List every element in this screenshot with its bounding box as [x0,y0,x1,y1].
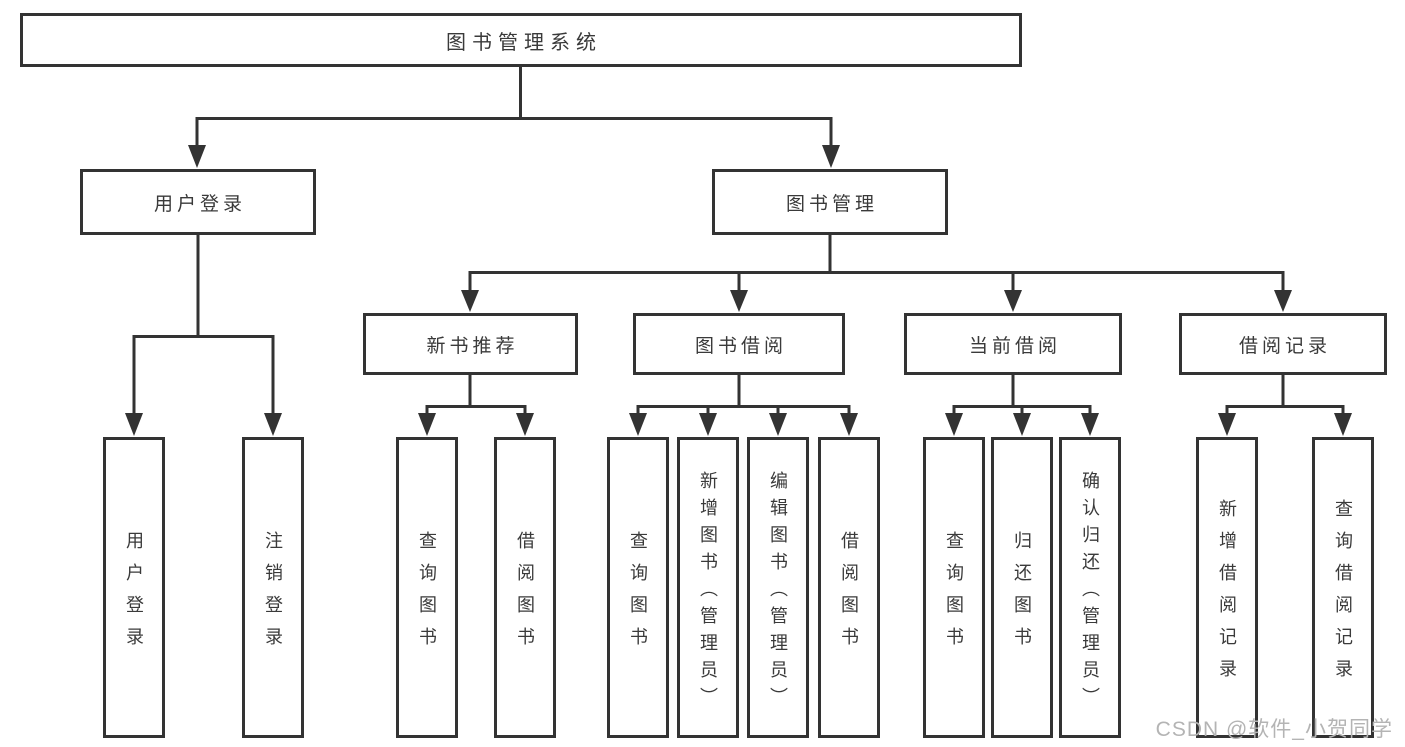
node-user-login: 用户登录 [80,169,316,235]
node-current-borrow: 当前借阅 [904,313,1122,375]
arrowhead-group [125,145,1352,436]
leaf-query-books-recommend: 查询图书 [396,437,458,738]
node-new-book-recommend: 新书推荐 [363,313,578,375]
leaf-logout: 注销登录 [242,437,304,738]
leaf-add-borrow-record: 新增借阅记录 [1196,437,1258,738]
leaf-confirm-return-admin: 确认归还（管理员） [1059,437,1121,738]
leaf-return-book: 归还图书 [991,437,1053,738]
leaf-user-login: 用户登录 [103,437,165,738]
node-borrow-records: 借阅记录 [1179,313,1387,375]
leaf-edit-book-admin: 编辑图书（管理员） [747,437,809,738]
leaf-borrow-books-recommend: 借阅图书 [494,437,556,738]
leaf-add-book-admin: 新增图书（管理员） [677,437,739,738]
csdn-watermark: CSDN @软件_小贺同学 [1155,718,1393,741]
leaf-query-borrow-record: 查询借阅记录 [1312,437,1374,738]
node-root-system: 图书管理系统 [20,13,1022,67]
node-book-management: 图书管理 [712,169,948,235]
leaf-query-books-current: 查询图书 [923,437,985,738]
leaf-borrow-books: 借阅图书 [818,437,880,738]
node-book-borrow: 图书借阅 [633,313,845,375]
leaf-query-books-borrow: 查询图书 [607,437,669,738]
